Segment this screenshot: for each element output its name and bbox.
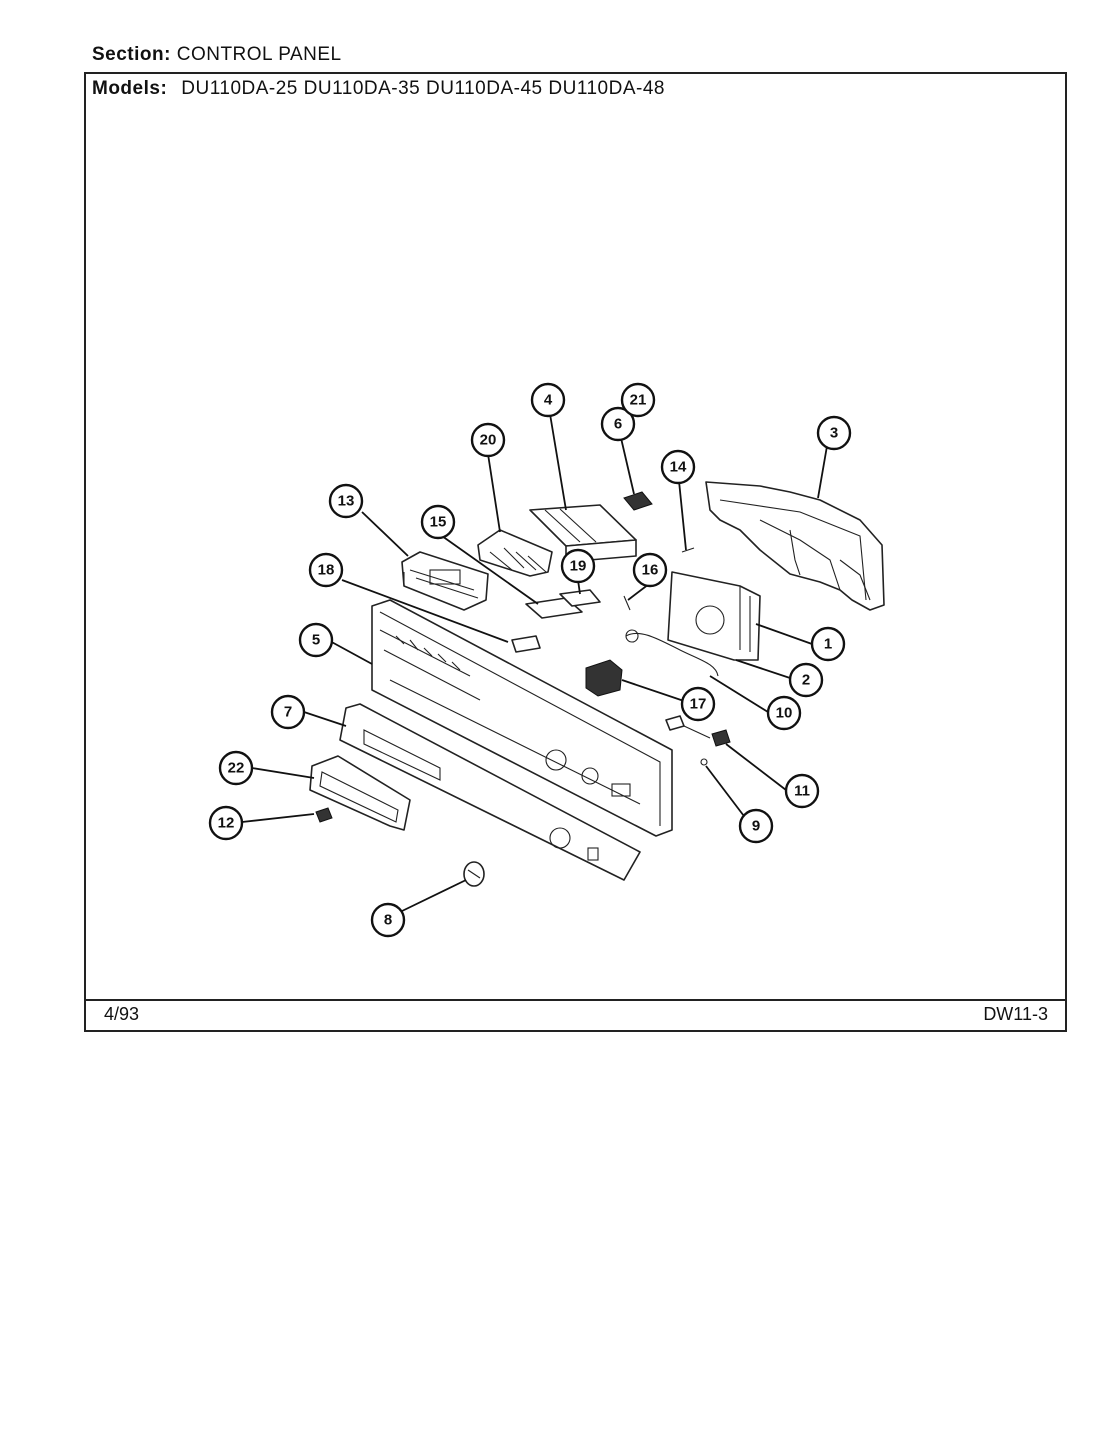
footer-divider bbox=[86, 999, 1065, 1001]
footer-page-code: DW11-3 bbox=[983, 1004, 1048, 1024]
svg-text:21: 21 bbox=[630, 392, 647, 409]
part-front-console bbox=[339, 703, 641, 881]
callout-12: 12 bbox=[208, 805, 244, 841]
models-list: DU110DA-25 DU110DA-35 DU110DA-45 DU110DA… bbox=[181, 78, 665, 99]
callout-19: 19 bbox=[560, 548, 596, 584]
svg-text:11: 11 bbox=[794, 783, 810, 800]
part-knob bbox=[463, 861, 485, 887]
svg-text:7: 7 bbox=[284, 704, 292, 721]
part-housing-bracket bbox=[705, 481, 885, 611]
part-screw-14 bbox=[681, 547, 695, 553]
part-selector-switch bbox=[585, 659, 623, 697]
svg-text:13: 13 bbox=[338, 493, 355, 510]
callout-13: 13 bbox=[328, 483, 364, 519]
part-wire-harness bbox=[625, 629, 719, 677]
svg-text:19: 19 bbox=[570, 558, 587, 575]
part-small-switch bbox=[511, 635, 541, 653]
models-line: Models: DU110DA-25 DU110DA-35 DU110DA-45 … bbox=[92, 78, 665, 100]
svg-text:3: 3 bbox=[830, 425, 838, 442]
callout-20: 20 bbox=[470, 422, 506, 458]
svg-text:15: 15 bbox=[430, 514, 447, 531]
callout-18: 18 bbox=[308, 552, 344, 588]
svg-text:14: 14 bbox=[670, 459, 687, 476]
callout-15: 15 bbox=[420, 504, 456, 540]
callout-11: 11 bbox=[784, 773, 820, 809]
callout-4: 4 bbox=[530, 382, 566, 418]
callout-8: 8 bbox=[370, 902, 406, 938]
svg-text:5: 5 bbox=[312, 632, 320, 649]
callout-14: 14 bbox=[660, 449, 696, 485]
callout-21: 21 bbox=[620, 382, 656, 418]
leader-lines bbox=[241, 413, 828, 913]
callout-9: 9 bbox=[738, 808, 774, 844]
part-clip bbox=[623, 491, 653, 511]
part-screw-9 bbox=[700, 758, 708, 766]
part-screw-16 bbox=[623, 595, 631, 611]
svg-text:16: 16 bbox=[642, 562, 659, 579]
part-control-panel bbox=[371, 599, 673, 837]
part-timer bbox=[667, 571, 761, 661]
svg-text:22: 22 bbox=[228, 760, 245, 777]
svg-text:1: 1 bbox=[824, 636, 832, 653]
callout-5: 5 bbox=[298, 622, 334, 658]
svg-text:8: 8 bbox=[384, 912, 392, 929]
callout-3: 3 bbox=[816, 415, 852, 451]
section-heading: Section: CONTROL PANEL bbox=[92, 44, 342, 66]
callout-10: 10 bbox=[766, 695, 802, 731]
svg-text:4: 4 bbox=[544, 392, 553, 409]
svg-text:17: 17 bbox=[690, 696, 707, 713]
part-button bbox=[315, 807, 333, 823]
callout-1: 1 bbox=[810, 626, 846, 662]
svg-text:2: 2 bbox=[802, 672, 810, 689]
svg-text:20: 20 bbox=[480, 432, 497, 449]
section-label: Section: bbox=[92, 44, 171, 65]
svg-text:9: 9 bbox=[752, 818, 760, 835]
callout-16: 16 bbox=[632, 552, 668, 588]
part-display-window bbox=[309, 755, 411, 831]
part-connector bbox=[665, 715, 731, 747]
svg-text:6: 6 bbox=[614, 416, 622, 433]
callout-2: 2 bbox=[788, 662, 824, 698]
section-title: CONTROL PANEL bbox=[176, 44, 342, 65]
svg-text:10: 10 bbox=[776, 705, 793, 722]
footer-date: 4/93 bbox=[104, 1004, 140, 1024]
callout-17: 17 bbox=[680, 686, 716, 722]
svg-text:18: 18 bbox=[318, 562, 335, 579]
part-switch-block bbox=[401, 551, 489, 611]
callout-7: 7 bbox=[270, 694, 306, 730]
callout-22: 22 bbox=[218, 750, 254, 786]
svg-text:12: 12 bbox=[218, 815, 235, 832]
models-label: Models: bbox=[92, 78, 168, 99]
callout-6: 6 bbox=[600, 406, 636, 442]
diagram-frame bbox=[84, 72, 1067, 1032]
